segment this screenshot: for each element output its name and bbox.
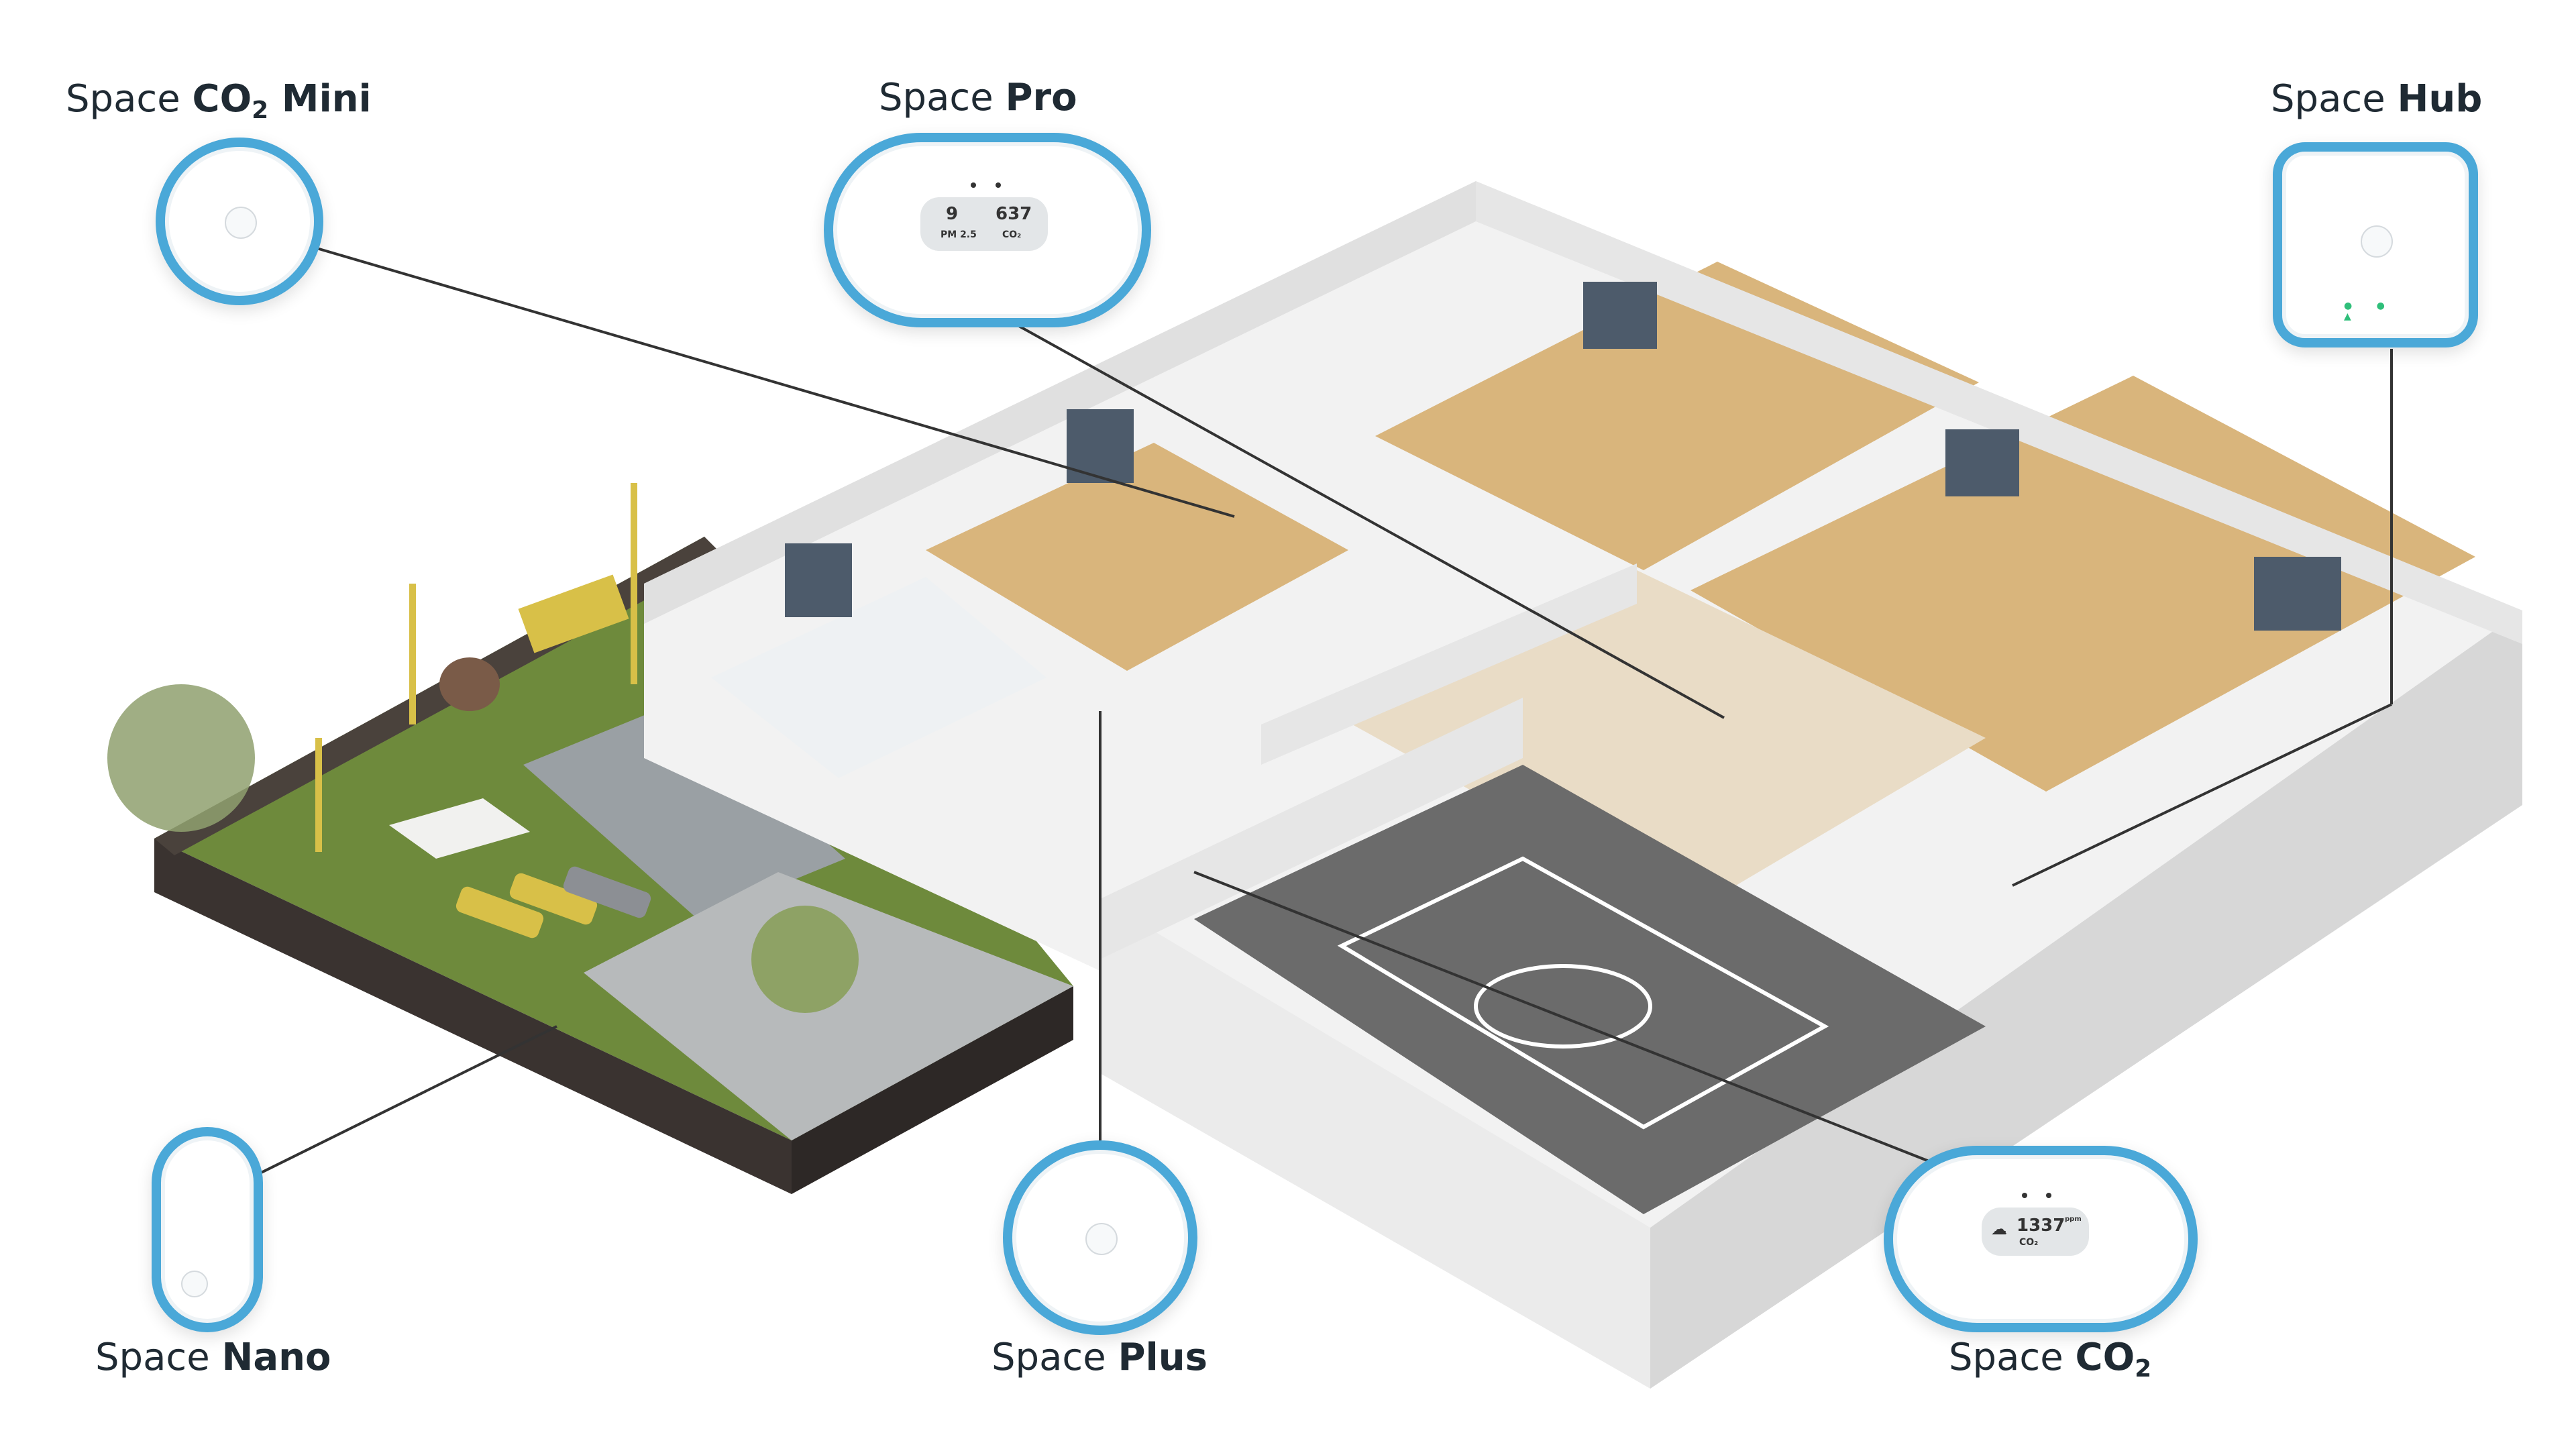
device-space-co2-mini[interactable]	[156, 138, 323, 305]
label-name: Nano	[221, 1336, 331, 1379]
indicator-dot	[996, 182, 1001, 188]
indicator-dot	[2046, 1193, 2051, 1198]
device-space-hub[interactable]: ● ● ▲	[2273, 142, 2478, 347]
device-screen: 9 PM 2.5 637 CO₂	[920, 197, 1048, 251]
connector-lines	[244, 244, 2393, 1195]
label-space-nano: Space Nano	[95, 1339, 331, 1377]
pm25-label: PM 2.5	[941, 229, 977, 240]
label-space-co2: Space CO2	[1949, 1339, 2151, 1381]
indicator-dot	[971, 182, 976, 188]
pm25-value: 9	[946, 204, 959, 224]
label-prefix: Space	[95, 1336, 210, 1379]
airthings-logo-icon	[2361, 225, 2393, 258]
label-name: Pro	[1005, 76, 1077, 119]
device-space-nano[interactable]	[152, 1127, 263, 1332]
label-space-hub: Space Hub	[2271, 80, 2482, 118]
school-building	[644, 181, 2522, 1389]
label-space-pro: Space Pro	[879, 79, 1077, 117]
label-prefix: Space	[2271, 77, 2385, 121]
airthings-logo-icon	[225, 207, 257, 239]
label-suffix: Mini	[268, 77, 372, 121]
garden-area	[107, 483, 1073, 1194]
label-subscript: 2	[252, 97, 269, 124]
cloud-icon: ☁	[1991, 1220, 2007, 1238]
airthings-logo-icon	[1085, 1223, 1118, 1255]
device-space-co2[interactable]: ☁ 1337 ppm CO₂	[1884, 1146, 2198, 1332]
label-prefix: Space	[879, 76, 994, 119]
status-lights-icon: ● ● ▲	[2344, 301, 2396, 322]
label-space-plus: Space Plus	[991, 1339, 1208, 1377]
indicator-dot	[2022, 1193, 2027, 1198]
label-name: Plus	[1118, 1336, 1208, 1379]
label-prefix: Space	[991, 1336, 1106, 1379]
label-name: CO	[192, 77, 252, 121]
label-name: CO	[2075, 1336, 2135, 1379]
co2-unit: ppm	[2065, 1216, 2082, 1223]
label-space-co2-mini: Space CO2 Mini	[66, 80, 372, 123]
label-prefix: Space	[1949, 1336, 2063, 1379]
device-screen: ☁ 1337 ppm CO₂	[1982, 1208, 2089, 1256]
co2-label: CO₂	[2019, 1237, 2039, 1248]
label-subscript: 2	[2135, 1355, 2152, 1383]
device-space-plus[interactable]	[1003, 1140, 1197, 1335]
device-space-pro[interactable]: 9 PM 2.5 637 CO₂	[824, 133, 1151, 327]
co2-value: 637	[996, 204, 1032, 224]
label-name: Hub	[2397, 77, 2483, 121]
label-prefix: Space	[66, 77, 180, 121]
co2-value: 1337	[2017, 1216, 2065, 1236]
airthings-logo-icon	[181, 1271, 208, 1297]
co2-label: CO₂	[1002, 229, 1022, 240]
